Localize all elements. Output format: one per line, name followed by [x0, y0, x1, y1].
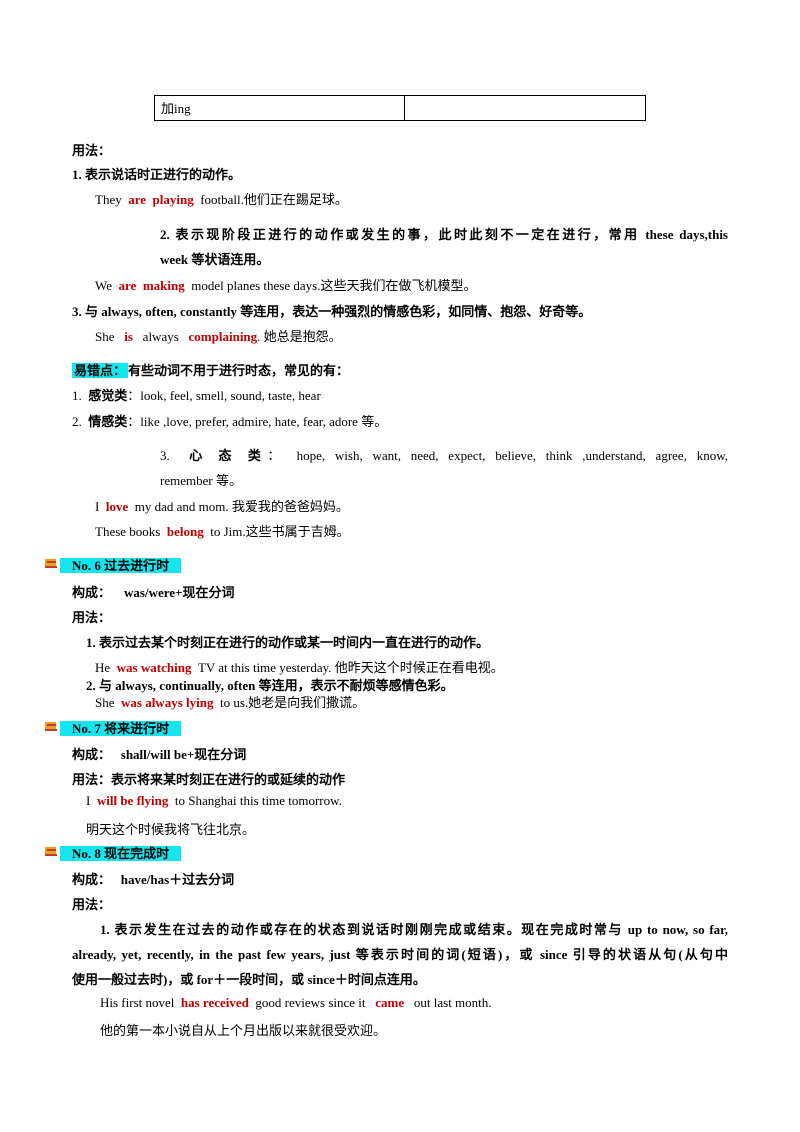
book-bullet-icon — [45, 722, 57, 731]
highlight-label: 易错点： — [72, 363, 129, 378]
example-translation: 他的第一本小说自从上个月出版以来就很受欢迎。 — [100, 1023, 387, 1038]
usage-item-1: 1. 表示说话时正进行的动作。 — [72, 167, 242, 182]
example-sentence: I love my dad and mom. 我爱我的爸爸妈妈。 — [95, 499, 349, 514]
usage-item-3: 3. 与 always, often, constantly 等连用，表达一种强… — [72, 304, 592, 319]
usage-label: 用法： — [72, 143, 112, 158]
example-sentence: I will be flying to Shanghai this time t… — [86, 793, 342, 808]
structure-line: 构成： was/were+现在分词 — [72, 585, 235, 600]
example-sentence: His first novel has received good review… — [100, 995, 492, 1010]
list-item: 3. 心 态 类： hope, wish, want, need, expect… — [160, 448, 728, 463]
section-title: No. 8 现在完成时 — [60, 843, 182, 862]
example-sentence: These books belong to Jim.这些书属于吉姆。 — [95, 524, 350, 539]
usage-item-1: 1. 表示发生在过去的动作或存在的状态到说话时刚刚完成或结束。现在完成时常与 u… — [100, 922, 728, 937]
book-bullet-icon — [45, 559, 57, 568]
list-item-cont: remember 等。 — [160, 473, 242, 488]
verb-form-table-row: 加ing — [154, 95, 646, 121]
list-item: 2. 情感类：like ,love, prefer, admire, hate,… — [72, 414, 388, 429]
usage-item-2-cont: week 等状语连用。 — [160, 252, 270, 267]
table-cell — [405, 96, 645, 120]
example-sentence: She is always complaining. 她总是抱怨。 — [95, 329, 342, 344]
example-translation: 明天这个时候我将飞往北京。 — [86, 822, 256, 837]
structure-line: 构成： shall/will be+现在分词 — [72, 747, 247, 762]
usage-item-2: 2. 与 always, continually, often 等连用，表示不耐… — [86, 678, 454, 693]
usage-item-1: 1. 表示过去某个时刻正在进行的动作或某一时间内一直在进行的动作。 — [86, 635, 490, 650]
book-bullet-icon — [45, 847, 57, 856]
common-mistake-note: 易错点：有些动词不用于进行时态，常见的有： — [72, 363, 350, 378]
usage-item-1-cont: already, yet, recently, in the past few … — [72, 947, 728, 962]
usage-label: 用法： — [72, 610, 112, 625]
usage-label: 用法： — [72, 897, 112, 912]
structure-line: 构成： have/has＋过去分词 — [72, 872, 235, 887]
section-title: No. 6 过去进行时 — [60, 555, 182, 574]
example-sentence: He was watching TV at this time yesterda… — [95, 660, 504, 675]
example-sentence: We are making model planes these days.这些… — [95, 278, 477, 293]
section-title: No. 7 将来进行时 — [60, 718, 182, 737]
table-cell: 加ing — [155, 96, 405, 120]
example-sentence: They are playing football.他们正在踢足球。 — [95, 192, 348, 207]
usage-item-2: 2. 表示现阶段正进行的动作或发生的事，此时此刻不一定在进行，常用 these … — [160, 227, 728, 242]
list-item: 1. 感觉类：look, feel, smell, sound, taste, … — [72, 388, 321, 403]
example-sentence: She was always lying to us.她老是向我们撒谎。 — [95, 695, 366, 710]
usage-item-1-cont: 使用一般过去时)，或 for＋一段时间，或 since＋时间点连用。 — [72, 972, 426, 987]
usage-line: 用法：表示将来某时刻正在进行的或延续的动作 — [72, 772, 346, 787]
